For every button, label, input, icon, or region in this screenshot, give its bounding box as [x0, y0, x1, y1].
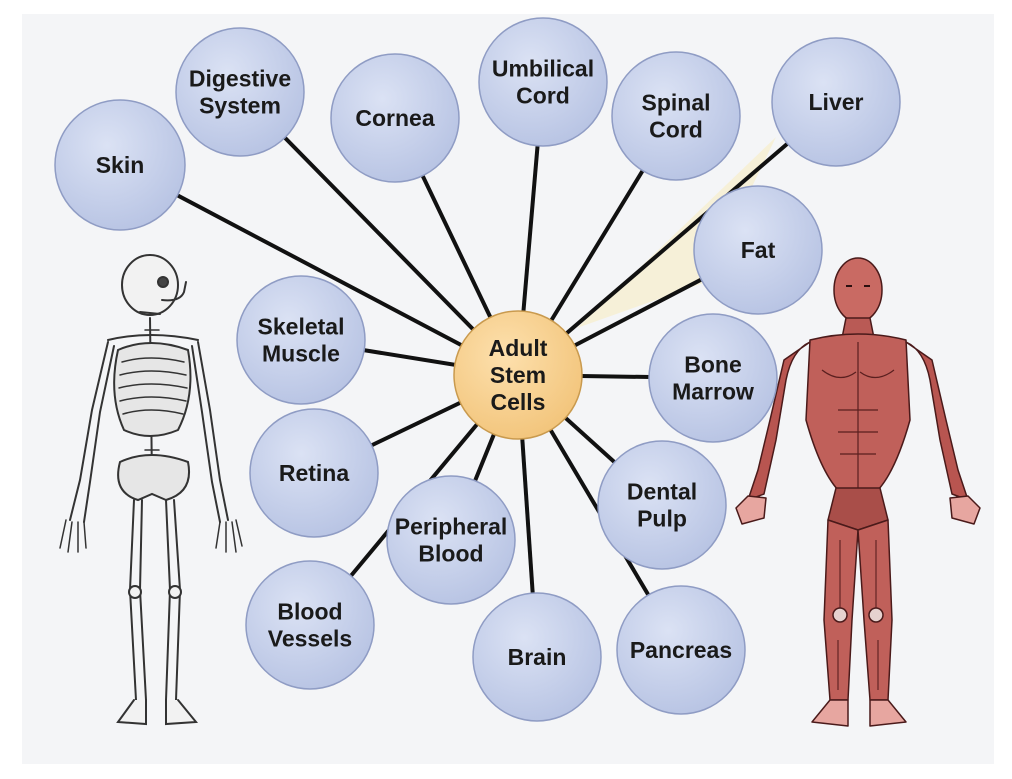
- node-retina: Retina: [250, 409, 378, 537]
- node-label-dental-pulp-line-1: Dental: [627, 479, 697, 505]
- node-skin: Skin: [55, 100, 185, 230]
- node-label-center-line-1: Adult: [489, 335, 548, 361]
- node-label-cornea: Cornea: [355, 105, 434, 131]
- node-label-liver: Liver: [809, 89, 864, 115]
- node-label-digestive-system-line-2: System: [199, 93, 281, 119]
- node-label-skeletal-muscle-line-2: Muscle: [262, 341, 340, 367]
- node-label-spinal-cord-line-1: Spinal: [641, 90, 710, 116]
- node-brain: Brain: [473, 593, 601, 721]
- node-label-skin: Skin: [96, 152, 145, 178]
- node-cornea: Cornea: [331, 54, 459, 182]
- node-liver: Liver: [772, 38, 900, 166]
- node-label-peripheral-blood-line-1: Peripheral: [395, 514, 508, 540]
- node-label-dental-pulp-line-2: Pulp: [637, 506, 687, 532]
- node-label-skeletal-muscle-line-1: Skeletal: [258, 314, 345, 340]
- node-label-spinal-cord-line-2: Cord: [649, 117, 703, 143]
- node-label-umbilical-cord-line-1: Umbilical: [492, 56, 594, 82]
- node-label-fat: Fat: [741, 237, 776, 263]
- node-label-digestive-system-line-1: Digestive: [189, 66, 291, 92]
- node-label-bone-marrow-line-2: Marrow: [672, 379, 754, 405]
- node-label-bone-marrow-line-1: Bone: [684, 352, 742, 378]
- node-label-retina: Retina: [279, 460, 350, 486]
- node-label-blood-vessels-line-1: Blood: [277, 599, 342, 625]
- node-label-center-line-3: Cells: [491, 389, 546, 415]
- node-label-umbilical-cord-line-2: Cord: [516, 83, 570, 109]
- node-label-pancreas: Pancreas: [630, 637, 732, 663]
- node-fat: Fat: [694, 186, 822, 314]
- node-label-center-line-2: Stem: [490, 362, 546, 388]
- node-label-blood-vessels-line-2: Vessels: [268, 626, 352, 652]
- node-pancreas: Pancreas: [617, 586, 745, 714]
- node-label-peripheral-blood-line-2: Blood: [418, 541, 483, 567]
- node-label-brain: Brain: [508, 644, 567, 670]
